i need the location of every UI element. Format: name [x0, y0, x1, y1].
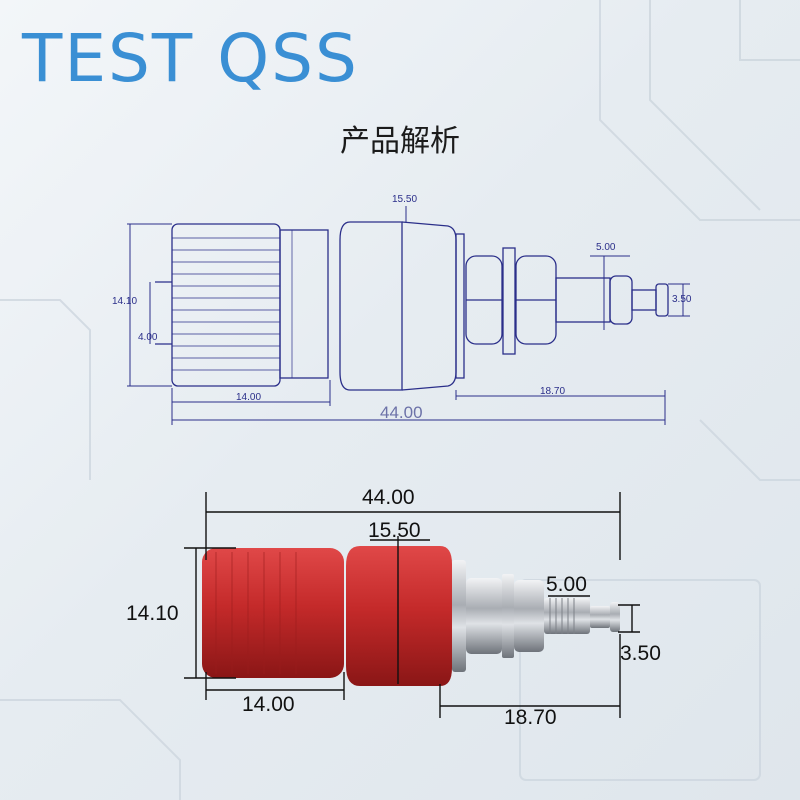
photo-label-total-length: 44.00 [362, 486, 415, 509]
technical-drawing [155, 221, 669, 391]
drawing-label-pin-diameter: 5.00 [596, 242, 616, 253]
photo-label-cap-length: 14.00 [242, 693, 295, 716]
photo-cap [202, 548, 344, 678]
drawing-dimensions [127, 206, 690, 425]
brand-title: TEST QSS [22, 20, 359, 97]
photo-label-body-diameter: 15.50 [368, 519, 421, 542]
drawing-tip [631, 289, 657, 311]
photo-tip [590, 606, 610, 628]
photo-label-pin-diameter: 5.00 [546, 573, 587, 596]
photo-label-pin-length: 18.70 [504, 706, 557, 729]
photo-label-tip-diameter: 3.50 [620, 642, 661, 665]
product-photo [202, 546, 620, 686]
photo-washer [452, 560, 466, 672]
photo-labels: 44.00 15.50 14.10 14.00 5.00 3.50 18.70 [126, 486, 661, 729]
photo-nut-2 [514, 580, 544, 652]
photo-nut-1 [466, 578, 502, 654]
drawing-labels: 14.10 4.00 15.50 5.00 3.50 14.00 18.70 4… [112, 194, 692, 422]
photo-pin [544, 598, 590, 634]
drawing-label-tip-diameter: 3.50 [672, 294, 692, 305]
drawing-washer [455, 233, 465, 379]
drawing-label-cap-length: 14.00 [236, 392, 261, 403]
drawing-cap-knurl [172, 237, 280, 371]
photo-label-cap-diameter: 14.10 [126, 602, 179, 625]
drawing-cap [171, 223, 281, 387]
drawing-washer-2 [502, 247, 516, 355]
photo-washer-2 [502, 574, 514, 658]
drawing-label-inner-diameter: 4.00 [138, 332, 158, 343]
subtitle: 产品解析 [340, 124, 460, 159]
drawing-label-total-length: 44.00 [380, 403, 423, 422]
photo-body [346, 546, 452, 686]
drawing-label-cap-diameter: 14.10 [112, 296, 137, 307]
photo-dimensions [184, 492, 640, 718]
drawing-pin [555, 277, 611, 323]
drawing-label-body-diameter: 15.50 [392, 194, 417, 205]
drawing-label-pin-length: 18.70 [540, 386, 565, 397]
drawing-body [339, 221, 403, 391]
drawing-neck [279, 229, 329, 379]
